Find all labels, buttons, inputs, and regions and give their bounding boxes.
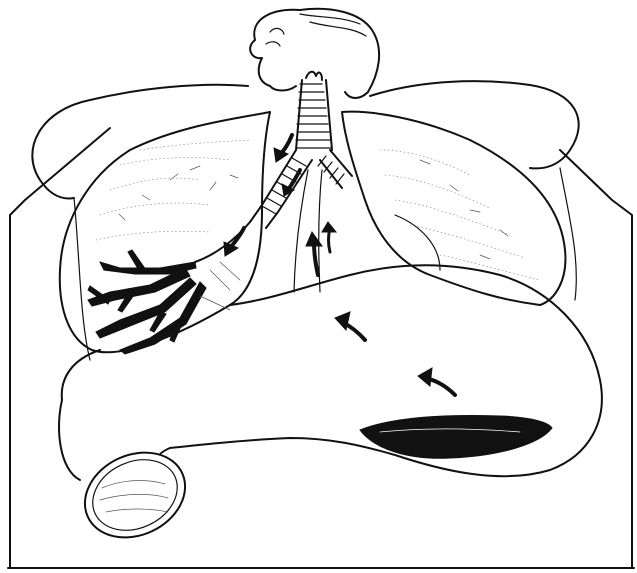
patient-torso	[32, 81, 578, 360]
duodenum	[59, 400, 199, 553]
trachea	[296, 72, 332, 150]
flow-arrow-1	[418, 368, 455, 395]
flow-arrow-6	[224, 228, 244, 256]
flow-arrow-2	[335, 312, 365, 340]
gastric-contents	[360, 416, 552, 459]
flow-arrow-7	[322, 222, 336, 252]
flow-arrow-4	[274, 135, 292, 162]
right-bronchus	[250, 150, 312, 228]
left-lung	[342, 112, 565, 305]
aspirate-filled-airways	[88, 222, 250, 354]
left-bronchus	[294, 150, 352, 292]
head	[250, 9, 379, 98]
